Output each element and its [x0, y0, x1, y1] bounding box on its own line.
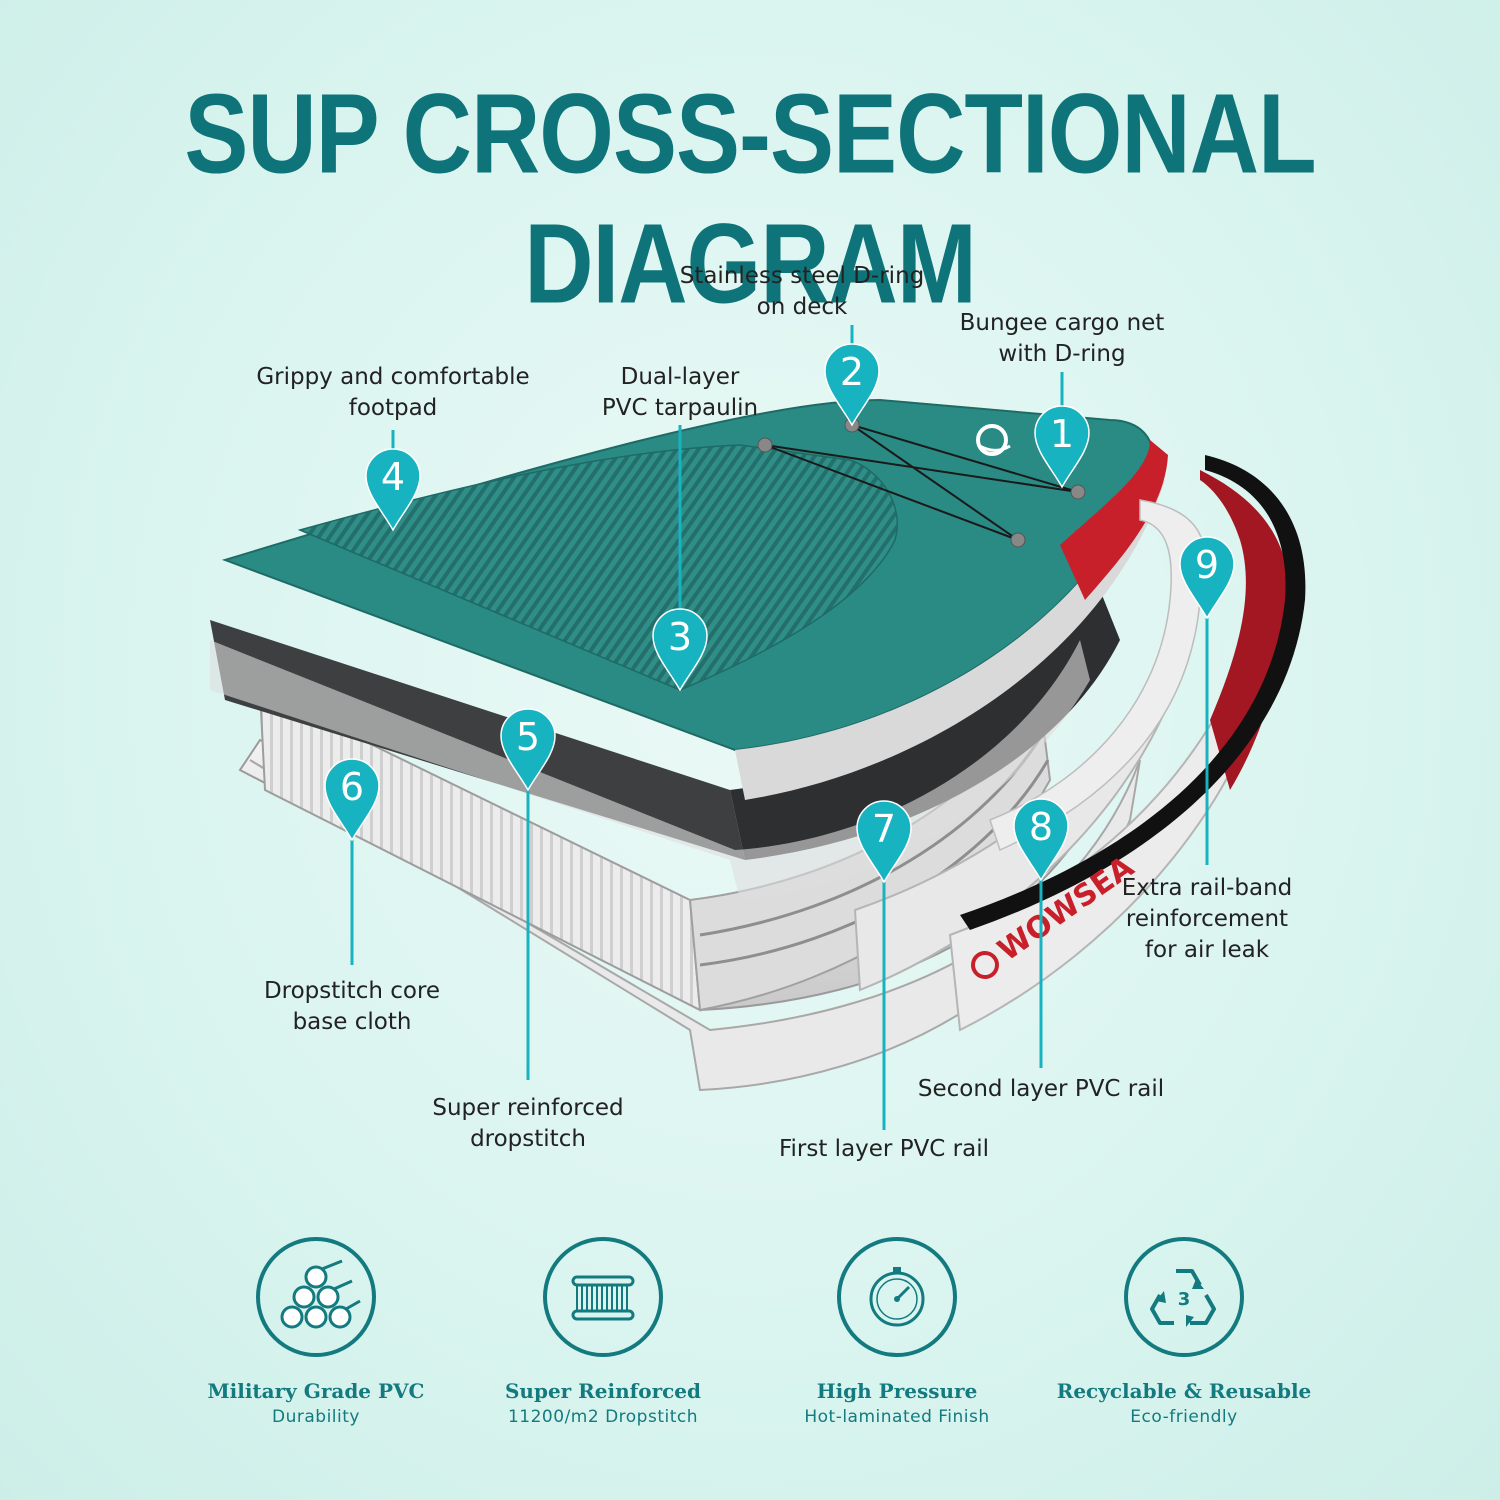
- feature-recyclable: 3 Recyclable & Reusable Eco-friendly: [1034, 1237, 1334, 1427]
- page-title: SUP CROSS-SECTIONAL DIAGRAM: [184, 71, 1316, 328]
- callout-label-line: Super reinforced: [432, 1095, 624, 1121]
- callout-label-line: First layer PVC rail: [778, 1136, 990, 1162]
- callout-number-1: 1: [1050, 412, 1074, 456]
- callout-label-line: dropstitch: [470, 1126, 586, 1152]
- callout-label-8: Second layer PVC rail: [841, 1074, 1241, 1105]
- callout-pin-6: 6: [324, 758, 380, 842]
- callout-label-1: Bungee cargo net with D-ring: [862, 308, 1262, 370]
- callout-label-line: base cloth: [292, 1009, 412, 1035]
- callout-number-4: 4: [381, 455, 405, 499]
- callout-label-line: footpad: [348, 395, 438, 421]
- pvc-tubes-icon: [256, 1237, 376, 1357]
- callout-label-line: reinforcement: [1125, 906, 1289, 932]
- callout-pin-8: 8: [1013, 798, 1069, 882]
- black-rail-band: [960, 455, 1306, 930]
- pressure-gauge-icon: [837, 1237, 957, 1357]
- callout-number-6: 6: [340, 765, 364, 809]
- recycle-number: 3: [1178, 1289, 1191, 1310]
- footpad: [297, 444, 898, 691]
- callout-number-5: 5: [516, 715, 540, 759]
- callout-label-line: Dropstitch core: [263, 978, 441, 1004]
- callout-leader-lines: [350, 325, 1209, 1130]
- callout-pin-9: 9: [1179, 536, 1235, 620]
- callout-label-line: with D-ring: [998, 341, 1126, 367]
- dark-pvc-side: [730, 590, 1120, 860]
- feature-title: Super Reinforced: [504, 1379, 702, 1403]
- callout-label-5: Super reinforced dropstitch: [328, 1093, 728, 1155]
- feature-subtitle: Hot-laminated Finish: [804, 1407, 990, 1427]
- callout-label-7: First layer PVC rail: [684, 1134, 1084, 1165]
- callout-label-2: Stainless steel D-ring on deck: [602, 261, 1002, 323]
- callout-number-2: 2: [840, 350, 864, 394]
- callout-pin-3: 3: [652, 608, 708, 692]
- callout-label-line: for air leak: [1144, 937, 1270, 963]
- bungee-cargo-net: [764, 424, 1079, 541]
- dark-pvc-layer: [210, 620, 745, 860]
- recycle-icon: 3: [1124, 1237, 1244, 1357]
- callout-label-line: Bungee cargo net: [959, 310, 1165, 336]
- deck-side: [735, 470, 1165, 800]
- callout-number-7: 7: [872, 807, 896, 851]
- callout-label-line: Grippy and comfortable: [256, 364, 530, 390]
- callout-label-9: Extra rail-band reinforcement for air leak: [1007, 873, 1407, 966]
- feature-subtitle: Durability: [272, 1407, 360, 1427]
- callout-label-6: Dropstitch core base cloth: [152, 976, 552, 1038]
- callout-pin-7: 7: [856, 800, 912, 884]
- callout-number-9: 9: [1195, 543, 1219, 587]
- callout-pin-2: 2: [824, 343, 880, 427]
- feature-super-reinforced: Super Reinforced 11200/m2 Dropstitch: [453, 1237, 753, 1427]
- red-rail-accent: [1060, 440, 1168, 600]
- callout-pin-5: 5: [500, 708, 556, 792]
- callout-label-4: Grippy and comfortable footpad: [193, 362, 593, 424]
- callout-pins: 1 2 3 4 5 6 7 8 9: [324, 343, 1235, 884]
- callout-label-line: Second layer PVC rail: [917, 1076, 1165, 1102]
- callout-pin-4: 4: [365, 448, 421, 532]
- callout-label-line: Dual-layer: [620, 364, 740, 390]
- feature-title: High Pressure: [816, 1379, 978, 1403]
- feature-title: Military Grade PVC: [207, 1379, 425, 1403]
- bottom-rail-white: [249, 759, 1141, 1092]
- callout-label-line: Stainless steel D-ring: [679, 263, 925, 289]
- feature-military-grade-pvc: Military Grade PVC Durability: [166, 1237, 466, 1427]
- feature-subtitle: 11200/m2 Dropstitch: [507, 1407, 699, 1427]
- callout-label-line: on deck: [756, 294, 848, 320]
- red-rail-band: [1200, 470, 1290, 790]
- feature-title: Recyclable & Reusable: [1056, 1379, 1312, 1403]
- feature-subtitle: Eco-friendly: [1130, 1407, 1238, 1427]
- callout-pin-1: 1: [1034, 405, 1090, 489]
- feature-high-pressure: High Pressure Hot-laminated Finish: [747, 1237, 1047, 1427]
- callout-label-line: PVC tarpaulin: [601, 395, 759, 421]
- dropstitch-icon: [543, 1237, 663, 1357]
- board-logo-icon: [976, 424, 1011, 456]
- callout-number-3: 3: [668, 615, 692, 659]
- callout-label-line: Extra rail-band: [1121, 875, 1293, 901]
- callout-number-8: 8: [1029, 805, 1053, 849]
